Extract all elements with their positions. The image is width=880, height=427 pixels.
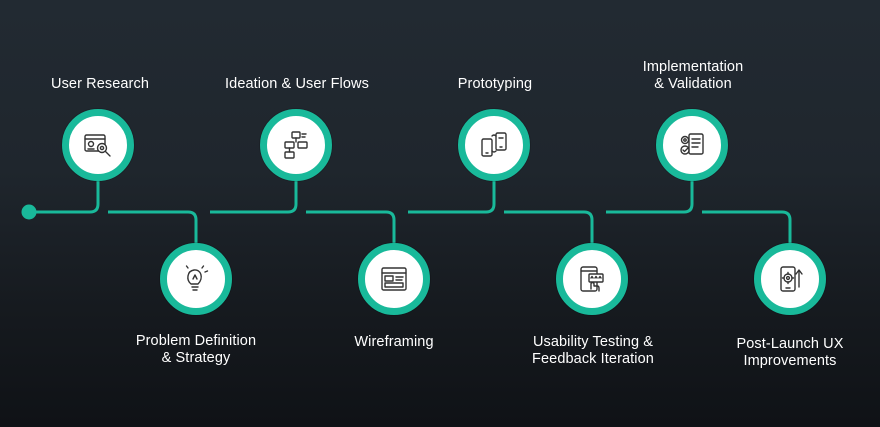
step-label-wireframing: Wireframing [354,334,434,350]
flowchart-icon [284,131,308,159]
connector-7-8 [702,210,792,245]
connector-1-2 [108,210,198,245]
wireframe-icon [381,267,407,291]
research-icon [84,134,111,157]
step-node-problem-definition [160,243,232,315]
step-label-usability-testing: Usability Testing & Feedback Iteration [532,334,654,367]
step-label-user-research: User Research [51,76,149,92]
lightbulb-icon [185,265,209,291]
improvement-icon [780,266,803,292]
devices-icon [481,132,507,157]
connector-4-5 [408,175,496,214]
step-node-ideation [260,109,332,181]
connector-5-6 [504,210,594,245]
step-label-implementation: Implementation & Validation [642,59,744,92]
step-label-prototyping: Prototyping [457,76,533,92]
timeline-start-connector [28,175,100,214]
implementation-icon [680,133,704,155]
step-label-ideation: Ideation & User Flows [225,76,369,92]
connector-2-3 [210,175,298,214]
step-node-post-launch [754,243,826,315]
connector-3-4 [306,210,396,245]
step-node-user-research [62,109,134,181]
step-node-prototyping [458,109,530,181]
step-node-implementation [656,109,728,181]
step-label-post-launch: Post-Launch UX Improvements [736,336,844,369]
timeline-start-dot [21,204,37,220]
step-node-usability-testing [556,243,628,315]
connector-6-7 [606,175,694,214]
usability-icon [580,266,604,292]
step-label-problem-definition: Problem Definition & Strategy [135,333,257,366]
step-node-wireframing [358,243,430,315]
